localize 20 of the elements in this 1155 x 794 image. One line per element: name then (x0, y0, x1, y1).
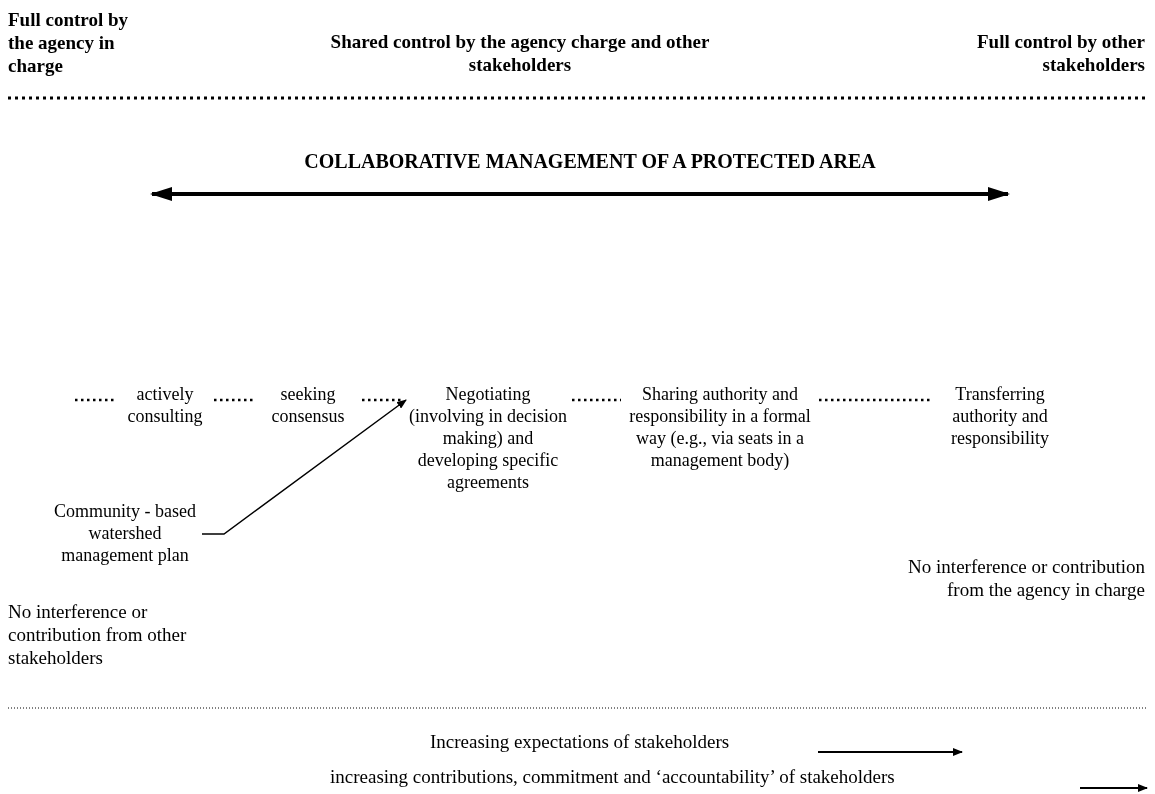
scale-end-label: Full control by the agency in charge (8, 8, 129, 77)
dotted-connector (819, 398, 931, 402)
stage-text: Negotiating (involving in decision making) and developing specific agreements (408, 383, 568, 493)
stage-text: Community - based watershed management plan (50, 500, 200, 566)
note-text: No interference or contribution from other stakeholders (8, 600, 188, 669)
leader-arrow (201, 399, 407, 535)
diagram-title: COLLABORATIVE MANAGEMENT OF A PROTECTED AREA (303, 150, 877, 173)
trend-text: increasing contributions, commitment and ‘accountability’ of stakeholders (330, 765, 896, 788)
stage-text: Transferring authority and responsibility (935, 383, 1065, 449)
stage-text: actively consulting (120, 383, 210, 427)
dotted-connector (572, 398, 621, 402)
dotted-connector (75, 398, 116, 402)
scale-middle-label: Shared control by the agency charge and other stakeholders (329, 30, 711, 76)
stage-text: Sharing authority and responsibility in a formal way (e.g., via seats in a management body) (625, 383, 815, 471)
scale-end-label: Full control by other stakeholders (976, 30, 1145, 76)
note-text: No interference or contribution from the agency in charge (907, 555, 1145, 601)
stage-text: seeking consensus (258, 383, 358, 427)
trend-text: Increasing expectations of stakeholders (430, 730, 731, 753)
dotted-connector (362, 398, 404, 402)
dotted-connector (214, 398, 254, 402)
